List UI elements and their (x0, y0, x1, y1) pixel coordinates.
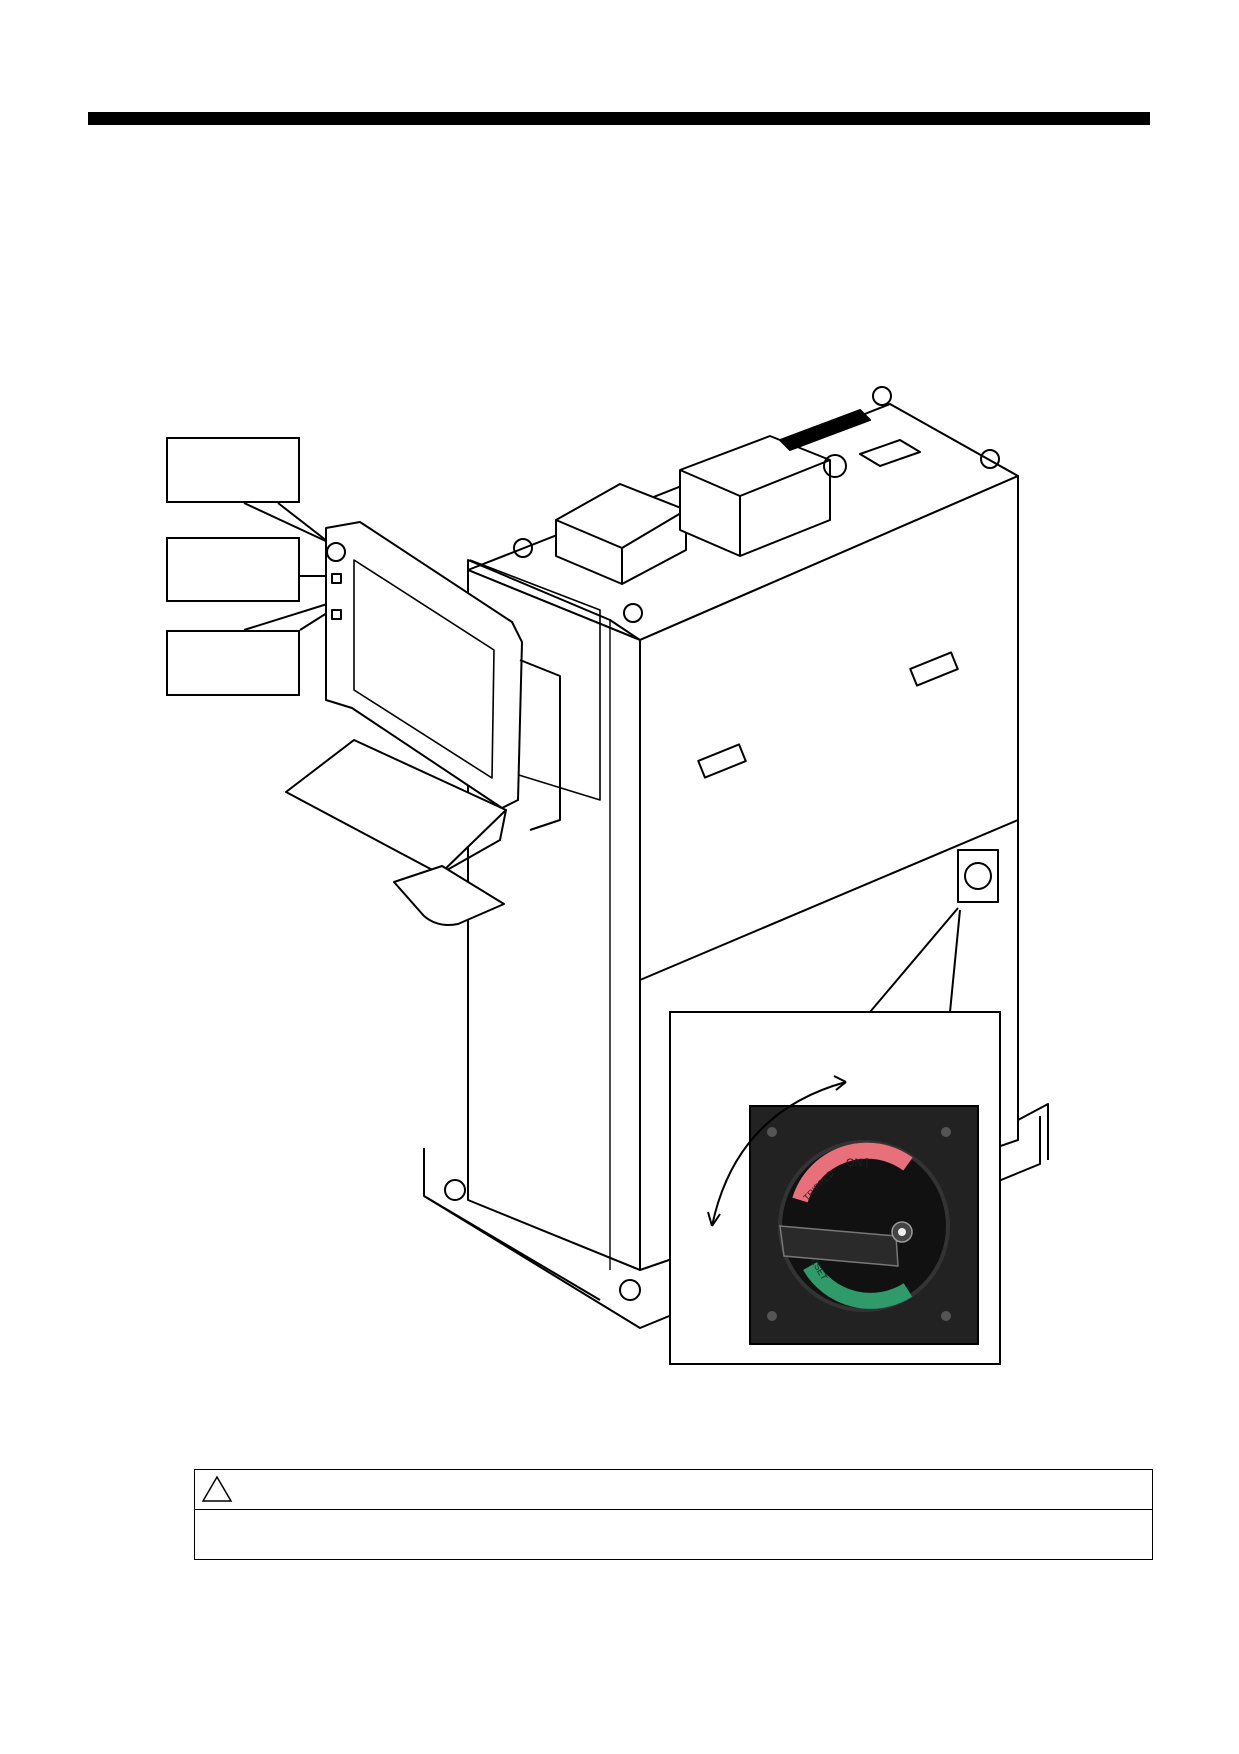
lifting-eye-3 (513, 538, 533, 558)
switch-handle (779, 1225, 899, 1267)
monitor-frame (325, 521, 523, 809)
lifting-eye-1 (872, 386, 892, 406)
warning-body (195, 1510, 1152, 1526)
mouse-tray (393, 865, 505, 926)
handle-lower (697, 743, 747, 779)
warning-triangle-icon (201, 1475, 233, 1502)
callout-box-middle (166, 537, 300, 602)
e-stop-button (326, 542, 346, 562)
top-box-2 (679, 435, 831, 557)
lifting-eye-2 (980, 449, 1000, 469)
breaker-switch-small (957, 849, 999, 903)
callout-box-bottom (166, 630, 300, 696)
warning-header (195, 1470, 1152, 1510)
rotation-arrow (711, 1081, 847, 1227)
top-box-1 (555, 483, 687, 585)
switch-label-on: ON | (846, 1157, 868, 1169)
callout-box-top (166, 437, 300, 503)
switch-inset: ON | TRIPPED RESET (669, 1011, 1001, 1365)
warning-box (194, 1469, 1153, 1560)
lifting-eye-4 (623, 603, 643, 623)
handle-upper (909, 651, 959, 687)
header-rule (88, 112, 1150, 125)
